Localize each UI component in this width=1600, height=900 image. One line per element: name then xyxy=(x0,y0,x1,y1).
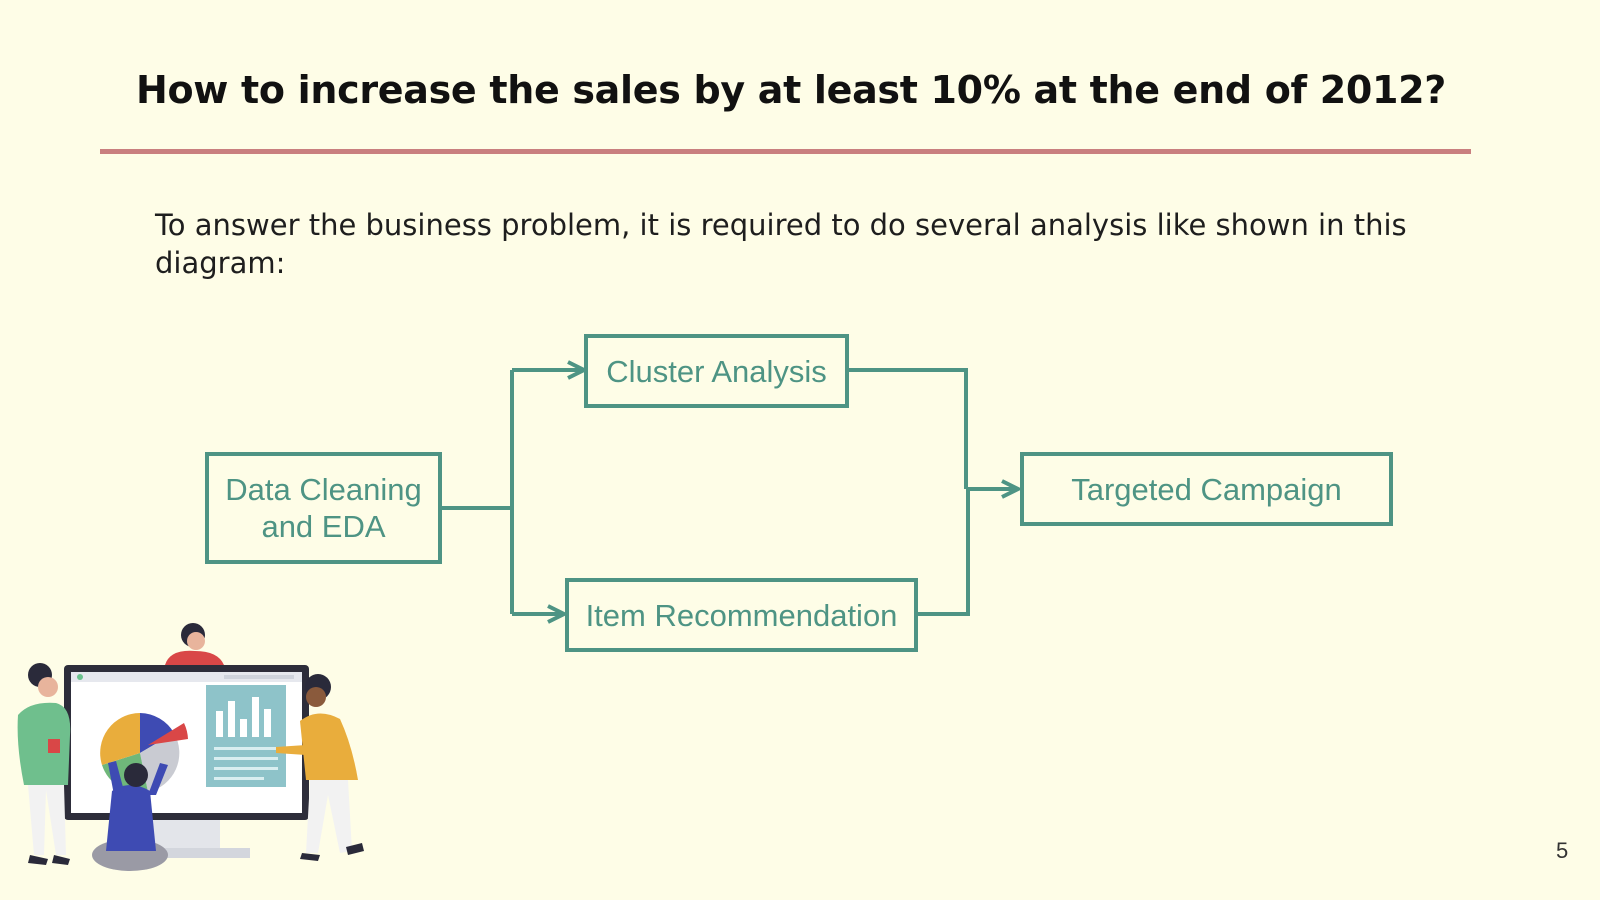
node-targeted-campaign: Targeted Campaign xyxy=(1020,452,1393,526)
node-data-cleaning: Data Cleaning and EDA xyxy=(205,452,442,564)
connector-item-to-merge xyxy=(917,489,970,616)
slide-title: How to increase the sales by at least 10… xyxy=(136,68,1447,112)
person-icon xyxy=(165,623,224,665)
intro-text: To answer the business problem, it is re… xyxy=(155,208,1407,280)
page-number: 5 xyxy=(1556,838,1569,863)
node-item-recommendation: Item Recommendation xyxy=(565,578,918,652)
bar-chart-icon xyxy=(206,685,286,787)
person-icon xyxy=(276,674,364,861)
connector-cluster-to-merge xyxy=(848,368,968,489)
title-divider xyxy=(100,149,1471,154)
person-icon xyxy=(92,761,168,871)
team-dashboard-illustration xyxy=(17,623,364,871)
node-cluster-analysis: Cluster Analysis xyxy=(584,334,849,408)
person-icon xyxy=(17,663,71,865)
